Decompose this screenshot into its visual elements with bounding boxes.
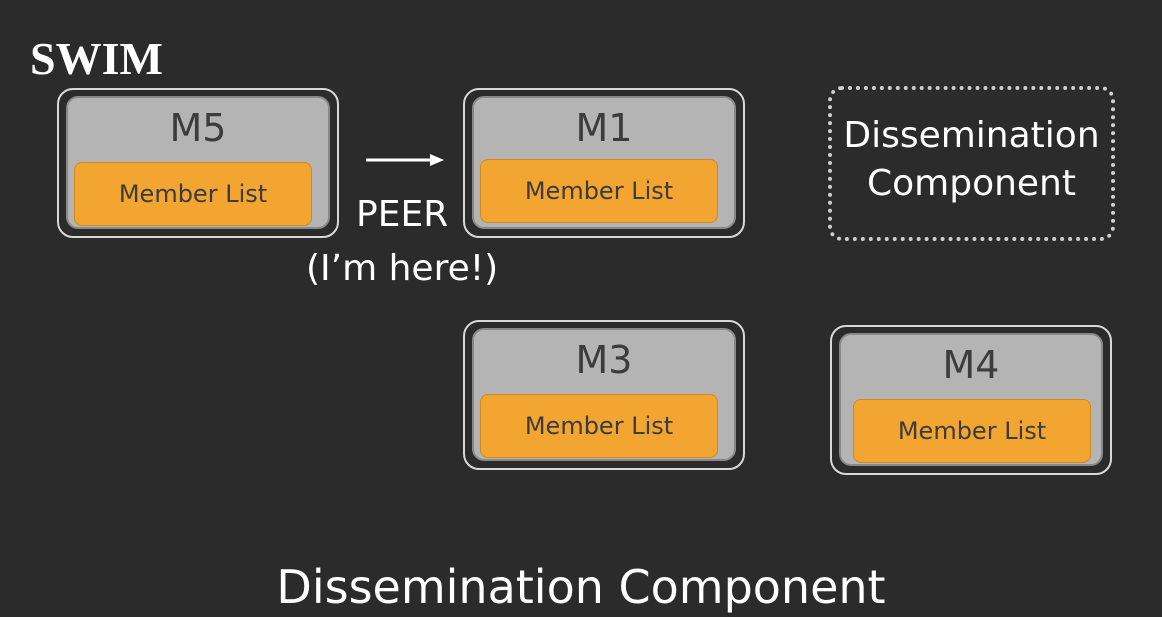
node-body: M3 Member List (472, 328, 736, 461)
node-label: M3 (575, 338, 633, 382)
peer-message-label: PEER (356, 194, 449, 235)
peer-message-text: (I’m here!) (306, 248, 499, 289)
node-m5: M5 Member List (57, 88, 339, 238)
node-body: M5 Member List (66, 96, 330, 229)
node-m3: M3 Member List (463, 320, 745, 470)
node-body: M4 Member List (839, 333, 1103, 466)
node-m1: M1 Member List (463, 88, 745, 238)
node-label: M5 (169, 106, 227, 150)
node-m4: M4 Member List (830, 325, 1112, 475)
node-label: M4 (942, 343, 1000, 387)
dissemination-line1: Dissemination (843, 115, 1100, 156)
member-list: Member List (853, 399, 1091, 463)
member-list: Member List (480, 159, 718, 223)
dissemination-line2: Component (866, 163, 1076, 204)
slide-title: SWIM (30, 33, 163, 84)
member-list: Member List (74, 162, 312, 226)
dissemination-component-box: Dissemination Component (828, 86, 1115, 241)
arrow-icon (366, 154, 444, 166)
slide-caption: Dissemination Component (276, 560, 886, 614)
node-label: M1 (575, 106, 633, 150)
member-list: Member List (480, 394, 718, 458)
node-body: M1 Member List (472, 96, 736, 229)
